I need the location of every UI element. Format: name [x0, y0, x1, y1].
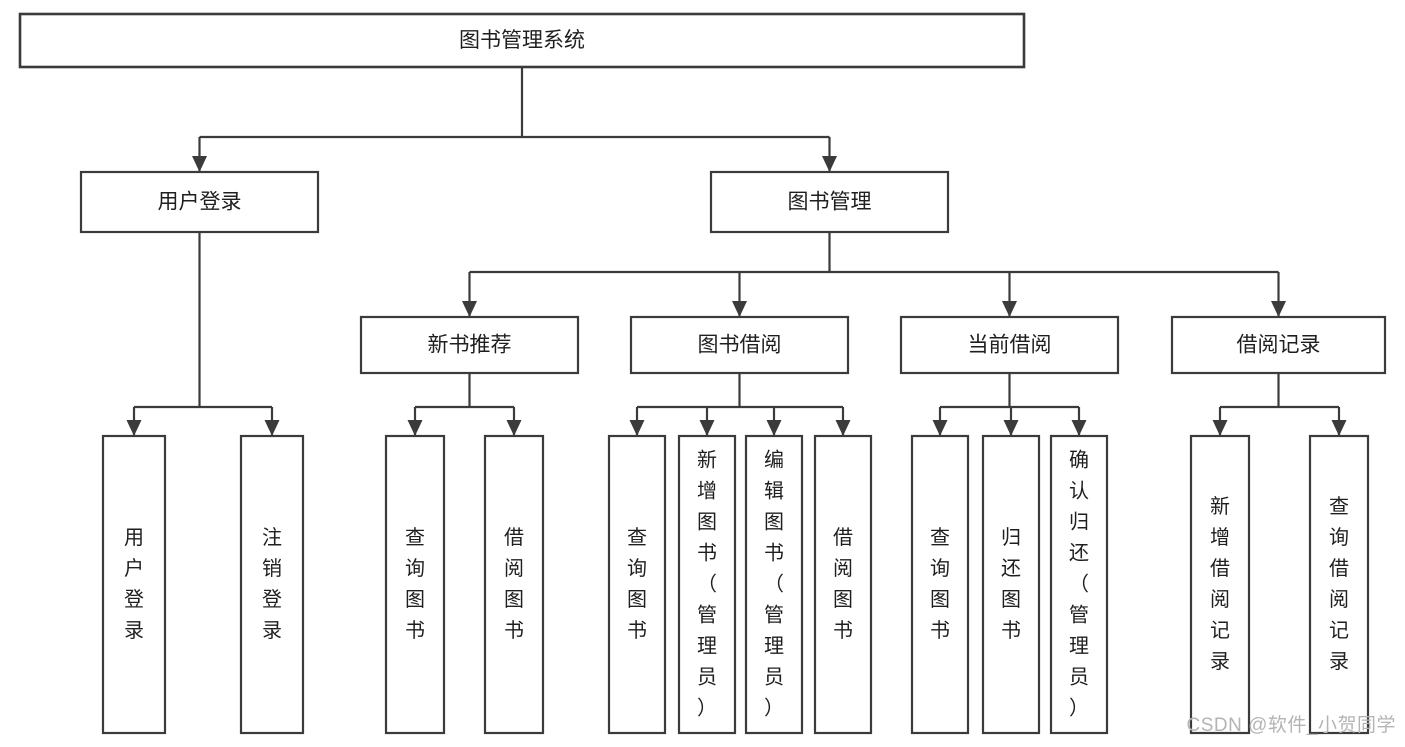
node-leaf-user-logout[interactable]: 注销登录 — [239, 434, 305, 735]
node-box-user-login[interactable] — [79, 170, 320, 234]
book-borrow-arrow-1 — [699, 420, 715, 436]
node-box-leaf-borrow-book-2[interactable] — [813, 434, 873, 735]
root-arrow-0 — [192, 156, 207, 172]
node-box-leaf-query-book-1[interactable] — [384, 434, 446, 735]
node-box-book-borrow[interactable] — [629, 315, 850, 375]
node-leaf-query-book-1[interactable]: 查询图书 — [384, 434, 446, 735]
node-label-leaf-query-book-3: 查询图书 — [930, 526, 950, 642]
node-box-current-borrow[interactable] — [899, 315, 1120, 375]
node-leaf-borrow-book-2[interactable]: 借阅图书 — [813, 434, 873, 735]
new-book-recommend-arrow-1 — [506, 420, 522, 436]
node-box-leaf-add-book[interactable] — [677, 434, 737, 735]
node-book-management[interactable]: 图书管理 — [709, 170, 950, 234]
node-box-book-management[interactable] — [709, 170, 950, 234]
node-box-leaf-user-login[interactable] — [101, 434, 167, 735]
node-label-leaf-user-logout: 注销登录 — [262, 526, 282, 642]
node-label-current-borrow: 当前借阅 — [968, 334, 1052, 357]
book-borrow-arrow-0 — [629, 420, 645, 436]
node-current-borrow[interactable]: 当前借阅 — [899, 315, 1120, 375]
node-leaf-borrow-book-1[interactable]: 借阅图书 — [483, 434, 545, 735]
node-box-leaf-confirm-return[interactable] — [1049, 434, 1109, 735]
node-new-book-recommend[interactable]: 新书推荐 — [359, 315, 580, 375]
node-label-leaf-query-book-1: 查询图书 — [405, 526, 425, 642]
node-label-borrow-record: 借阅记录 — [1237, 334, 1321, 357]
node-label-leaf-return-book: 归还图书 — [1001, 526, 1021, 642]
book-borrow-arrow-2 — [766, 420, 782, 436]
node-label-book-management: 图书管理 — [788, 191, 872, 214]
node-label-leaf-query-borrow-record: 查询借阅记录 — [1329, 495, 1349, 673]
new-book-recommend-arrow-0 — [407, 420, 423, 436]
node-label-book-borrow: 图书借阅 — [698, 334, 782, 357]
node-label-leaf-borrow-book-1: 借阅图书 — [504, 526, 524, 642]
node-box-undefined[interactable] — [18, 12, 1026, 69]
node-box-leaf-edit-book[interactable] — [744, 434, 804, 735]
current-borrow-arrow-2 — [1071, 420, 1087, 436]
node-leaf-query-book-3[interactable]: 查询图书 — [910, 434, 970, 735]
node-box-leaf-query-borrow-record[interactable] — [1308, 434, 1370, 735]
node-label-leaf-query-book-2: 查询图书 — [627, 526, 647, 642]
book-management-arrow-2 — [1002, 301, 1017, 317]
current-borrow-arrow-1 — [1003, 420, 1019, 436]
node-leaf-return-book[interactable]: 归还图书 — [981, 434, 1041, 735]
csdn-watermark: CSDN @软件_小贺同学 — [1187, 714, 1396, 736]
node-label-user-login: 用户登录 — [158, 191, 242, 214]
node-book-borrow[interactable]: 图书借阅 — [629, 315, 850, 375]
node-leaf-confirm-return[interactable]: 确认归还（管理员） — [1049, 434, 1109, 735]
root-arrow-1 — [822, 156, 837, 172]
borrow-record-arrow-1 — [1331, 420, 1347, 436]
borrow-record-arrow-0 — [1212, 420, 1228, 436]
node-layer: 图书管理系统用户登录图书管理新书推荐图书借阅当前借阅借阅记录用户登录注销登录查询… — [18, 12, 1387, 735]
user-login-arrow-1 — [264, 420, 280, 436]
node-box-leaf-user-logout[interactable] — [239, 434, 305, 735]
book-management-arrow-1 — [732, 301, 747, 317]
node-leaf-add-borrow-record[interactable]: 新增借阅记录 — [1189, 434, 1251, 735]
node-label-leaf-edit-book: 编辑图书（管理员） — [764, 449, 784, 720]
node-leaf-edit-book[interactable]: 编辑图书（管理员） — [744, 434, 804, 735]
node-label-leaf-user-login: 用户登录 — [124, 527, 144, 642]
book-management-arrow-3 — [1271, 301, 1286, 317]
node-label-leaf-add-borrow-record: 新增借阅记录 — [1210, 495, 1230, 673]
node-borrow-record[interactable]: 借阅记录 — [1170, 315, 1387, 375]
node-label-new-book-recommend: 新书推荐 — [428, 334, 512, 357]
node-box-new-book-recommend[interactable] — [359, 315, 580, 375]
node-box-leaf-return-book[interactable] — [981, 434, 1041, 735]
node-leaf-user-login[interactable]: 用户登录 — [101, 434, 167, 735]
book-borrow-arrow-3 — [835, 420, 851, 436]
node-label-leaf-borrow-book-2: 借阅图书 — [833, 526, 853, 642]
node-box-leaf-query-book-3[interactable] — [910, 434, 970, 735]
node-undefined[interactable]: 图书管理系统 — [18, 12, 1026, 69]
node-leaf-query-book-2[interactable]: 查询图书 — [607, 434, 667, 735]
current-borrow-arrow-0 — [932, 420, 948, 436]
node-label-leaf-confirm-return: 确认归还（管理员） — [1069, 449, 1089, 720]
node-leaf-add-book[interactable]: 新增图书（管理员） — [677, 434, 737, 735]
node-box-leaf-borrow-book-1[interactable] — [483, 434, 545, 735]
user-login-arrow-0 — [126, 420, 142, 436]
node-user-login[interactable]: 用户登录 — [79, 170, 320, 234]
node-label-leaf-add-book: 新增图书（管理员） — [697, 449, 717, 720]
node-leaf-query-borrow-record[interactable]: 查询借阅记录 — [1308, 434, 1370, 735]
node-box-borrow-record[interactable] — [1170, 315, 1387, 375]
node-box-leaf-add-borrow-record[interactable] — [1189, 434, 1251, 735]
node-box-leaf-query-book-2[interactable] — [607, 434, 667, 735]
node-label-undefined: 图书管理系统 — [459, 29, 585, 52]
book-management-arrow-0 — [462, 301, 477, 317]
connector-layer — [126, 67, 1347, 436]
